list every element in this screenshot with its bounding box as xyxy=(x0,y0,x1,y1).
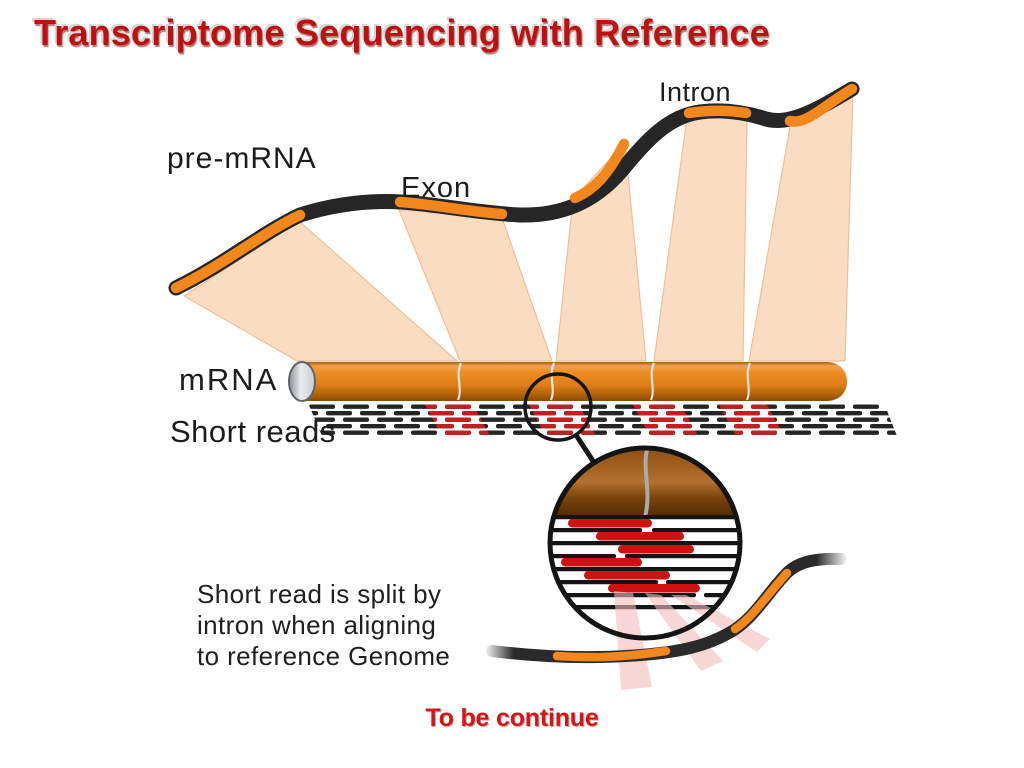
magnified-junction-line xyxy=(643,448,650,518)
magnifier-handle xyxy=(573,433,596,463)
label-exon: Exon xyxy=(401,172,472,204)
pre-mrna-exon-segments xyxy=(170,83,858,294)
label-mrna: mRNA xyxy=(179,362,279,397)
slide-title: Transcriptome Sequencing with Reference xyxy=(34,12,770,53)
magnified-view-border xyxy=(547,445,743,641)
exon-projection-shadows xyxy=(182,90,854,362)
reference-genome-curve xyxy=(484,546,848,664)
mrna-junction-lines xyxy=(456,362,752,401)
label-intron: Intron xyxy=(659,77,732,107)
label-pre-mrna: pre-mRNA xyxy=(167,142,317,175)
projection-exon-4 xyxy=(653,115,748,362)
mrna-cylinder-end-cap xyxy=(288,361,316,402)
pre-mrna-curve xyxy=(168,81,860,296)
magnifier-small-circle xyxy=(523,372,596,463)
mrna-cylinder xyxy=(288,361,847,402)
genome-exon-segments xyxy=(552,568,792,662)
short-reads-band xyxy=(308,403,897,436)
slide-footer: To be continue xyxy=(425,704,599,732)
projection-exon-5 xyxy=(748,90,854,362)
diagram-caption: Short read is split by intron when align… xyxy=(197,579,451,671)
label-short-reads: Short reads xyxy=(170,414,336,449)
magnified-split-reads-red xyxy=(561,519,700,593)
magnified-reads-black xyxy=(550,515,740,610)
